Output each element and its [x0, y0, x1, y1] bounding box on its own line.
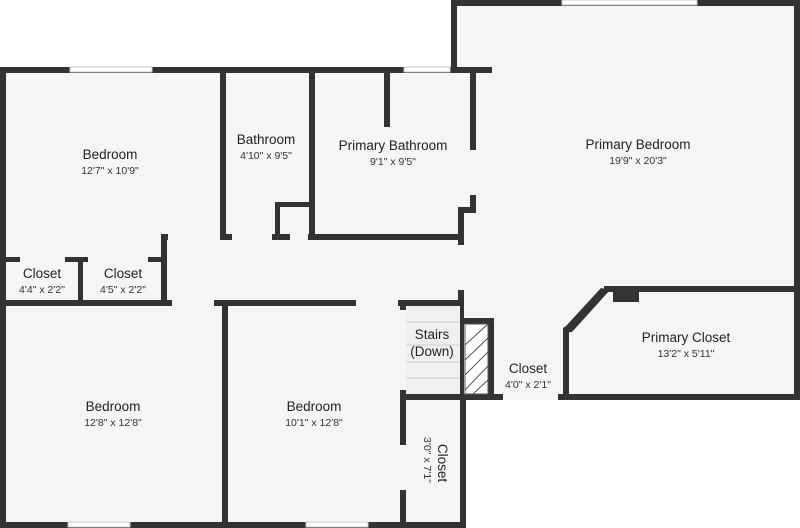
room-dimensions: 9'1" x 9'5": [370, 156, 416, 168]
room-bedroom-s: Bedroom 10'1" x 12'8": [285, 399, 343, 429]
room-name: Bedroom: [287, 399, 342, 414]
room-dimensions: 4'0" x 2'1": [505, 379, 551, 391]
room-dimensions: 4'10" x 9'5": [240, 150, 292, 162]
room-closet-2: Closet 4'5" x 2'2": [100, 266, 146, 296]
windows: [67, 0, 698, 528]
room-dimensions: 19'9" x 20'3": [609, 155, 667, 167]
room-name: Primary Bathroom: [339, 138, 448, 153]
room-name: Closet: [435, 444, 450, 483]
room-bathroom: Bathroom 4'10" x 9'5": [237, 132, 296, 162]
room-name-line-2: (Down): [410, 344, 454, 359]
room-dimensions: 3'0" x 7'1": [421, 437, 433, 483]
room-primary-bedroom: Primary Bedroom 19'9" x 20'3": [585, 137, 690, 167]
room-name: Primary Closet: [642, 330, 731, 345]
room-primary-closet: Primary Closet 13'2" x 5'11": [642, 330, 731, 360]
room-closet-3: Closet 4'0" x 2'1": [505, 361, 551, 391]
room-name: Closet: [509, 361, 548, 376]
room-dimensions: 13'2" x 5'11": [658, 348, 715, 360]
room-dimensions: 12'7" x 10'9": [81, 165, 139, 177]
room-primary-bathroom: Primary Bathroom 9'1" x 9'5": [339, 138, 448, 168]
chimney-hatch: [464, 323, 489, 395]
room-name: Bedroom: [86, 399, 141, 414]
stair-treads: [406, 306, 460, 394]
room-name: Bathroom: [237, 132, 296, 147]
room-bedroom-nw: Bedroom 12'7" x 10'9": [81, 147, 139, 177]
room-closet-1: Closet 4'4" x 2'2": [19, 266, 65, 296]
room-dimensions: 10'1" x 12'8": [285, 417, 343, 429]
room-dimensions: 4'4" x 2'2": [19, 284, 65, 296]
room-dimensions: 12'8" x 12'8": [84, 417, 142, 429]
room-name: Closet: [104, 266, 143, 281]
room-dimensions: 4'5" x 2'2": [100, 284, 146, 296]
room-name: Primary Bedroom: [585, 137, 690, 152]
room-stairs: Stairs (Down): [410, 327, 454, 359]
door-openings: [20, 150, 558, 490]
room-name: Closet: [23, 266, 62, 281]
room-name: Stairs: [415, 327, 450, 342]
room-bedroom-sw: Bedroom 12'8" x 12'8": [84, 399, 142, 429]
room-closet-4: Closet 3'0" x 7'1": [421, 437, 450, 483]
room-name: Bedroom: [83, 147, 138, 162]
